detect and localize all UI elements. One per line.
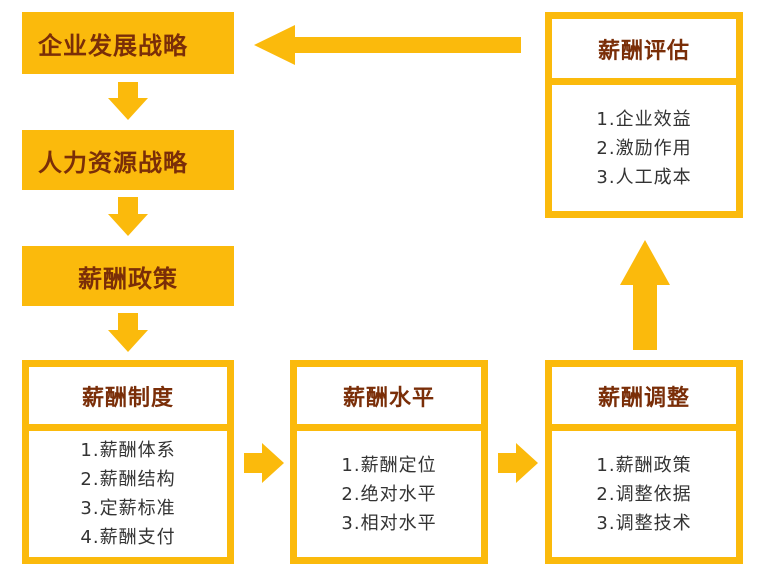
card-compensation-level-title: 薪酬水平 xyxy=(297,367,481,431)
card-compensation-level-body: 1.薪酬定位 2.绝对水平 3.相对水平 xyxy=(297,431,481,557)
box-hr-strategy-label: 人力资源战略 xyxy=(38,148,188,177)
card-compensation-evaluation-title: 薪酬评估 xyxy=(552,19,736,85)
arrow-down-icon xyxy=(108,197,148,236)
box-corporate-strategy-label: 企业发展战略 xyxy=(38,31,188,60)
list-item: 3.定薪标准 xyxy=(80,498,176,519)
card-compensation-adjustment: 薪酬调整 1.薪酬政策 2.调整依据 3.调整技术 xyxy=(545,360,743,564)
card-compensation-system-inner: 薪酬制度 1.薪酬体系 2.薪酬结构 3.定薪标准 4.薪酬支付 xyxy=(29,367,227,557)
list-item: 2.绝对水平 xyxy=(341,483,437,505)
card-compensation-adjustment-body: 1.薪酬政策 2.调整依据 3.调整技术 xyxy=(552,431,736,557)
list-item: 2.薪酬结构 xyxy=(80,469,176,490)
box-corporate-strategy: 企业发展战略 xyxy=(22,12,234,74)
arrow-down-icon xyxy=(108,313,148,352)
card-compensation-adjustment-inner: 薪酬调整 1.薪酬政策 2.调整依据 3.调整技术 xyxy=(552,367,736,557)
card-compensation-level: 薪酬水平 1.薪酬定位 2.绝对水平 3.相对水平 xyxy=(290,360,488,564)
list-item: 1.企业效益 xyxy=(596,108,692,130)
list-item: 1.薪酬政策 xyxy=(596,454,692,476)
arrow-left-icon xyxy=(254,25,521,65)
list-item: 1.薪酬体系 xyxy=(80,440,176,461)
list-item: 2.调整依据 xyxy=(596,483,692,505)
list-item: 1.薪酬定位 xyxy=(341,454,437,476)
card-compensation-system-body: 1.薪酬体系 2.薪酬结构 3.定薪标准 4.薪酬支付 xyxy=(29,431,227,557)
card-compensation-system: 薪酬制度 1.薪酬体系 2.薪酬结构 3.定薪标准 4.薪酬支付 xyxy=(22,360,234,564)
list-item: 3.相对水平 xyxy=(341,512,437,534)
arrow-up-icon xyxy=(620,240,670,350)
arrow-right-icon xyxy=(498,443,538,483)
card-compensation-adjustment-title: 薪酬调整 xyxy=(552,367,736,431)
card-compensation-evaluation-inner: 薪酬评估 1.企业效益 2.激励作用 3.人工成本 xyxy=(552,19,736,211)
list-item: 3.人工成本 xyxy=(596,166,692,188)
card-compensation-evaluation-body: 1.企业效益 2.激励作用 3.人工成本 xyxy=(552,85,736,211)
box-compensation-policy-label: 薪酬政策 xyxy=(78,264,178,293)
list-item: 3.调整技术 xyxy=(596,512,692,534)
card-compensation-system-title: 薪酬制度 xyxy=(29,367,227,431)
arrow-down-icon xyxy=(108,82,148,120)
box-hr-strategy: 人力资源战略 xyxy=(22,130,234,190)
card-compensation-evaluation: 薪酬评估 1.企业效益 2.激励作用 3.人工成本 xyxy=(545,12,743,218)
list-item: 4.薪酬支付 xyxy=(80,527,176,548)
box-compensation-policy: 薪酬政策 xyxy=(22,246,234,306)
list-item: 2.激励作用 xyxy=(596,137,692,159)
card-compensation-level-inner: 薪酬水平 1.薪酬定位 2.绝对水平 3.相对水平 xyxy=(297,367,481,557)
arrow-right-icon xyxy=(244,443,284,483)
